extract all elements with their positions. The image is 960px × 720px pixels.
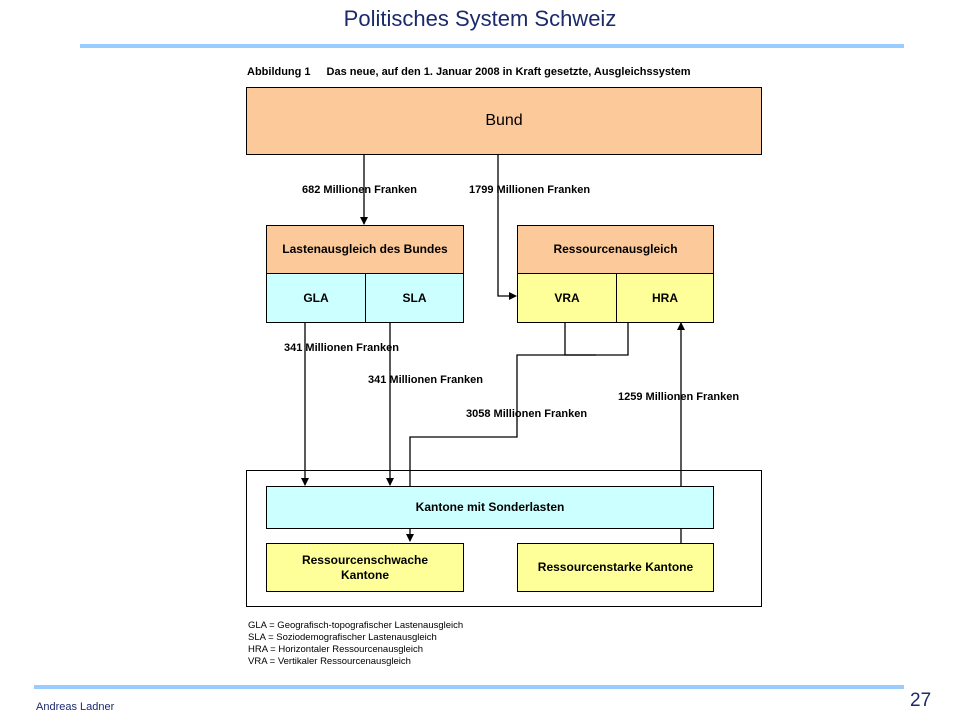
top-divider <box>80 44 904 48</box>
box-sla: SLA <box>365 273 464 323</box>
box-ressourcenstarke: Ressourcenstarke Kantone <box>517 543 714 592</box>
figure-caption: Abbildung 1 Das neue, auf den 1. Januar 2… <box>247 66 691 78</box>
arrow-bund-to-vra <box>497 155 517 300</box>
legend-item-hra: HRA = Horizontaler Ressourcenausgleich <box>248 644 424 655</box>
legend-item-vra: VRA = Vertikaler Ressourcenausgleich <box>248 656 411 667</box>
box-bund: Bund <box>246 87 762 155</box>
flow-label-1259: 1259 Millionen Franken <box>618 391 740 403</box>
caption-text: Das neue, auf den 1. Januar 2008 in Kraf… <box>326 66 691 78</box>
arrow-ressourcen-to-schwache <box>406 354 596 542</box>
box-lastenausgleich: Lastenausgleich des Bundes <box>266 225 464 274</box>
box-gla: GLA <box>266 273 366 323</box>
box-ressourcenausgleich: Ressourcenausgleich <box>517 225 714 274</box>
caption-number: Abbildung 1 <box>247 66 311 78</box>
flow-label-3058: 3058 Millionen Franken <box>466 408 588 420</box>
flow-label-341-sla: 341 Millionen Franken <box>368 374 483 386</box>
slide-title: Politisches System Schweiz <box>343 6 617 31</box>
bracket-vra-hra <box>564 322 629 356</box>
bottom-divider <box>34 685 904 689</box>
box-hra: HRA <box>616 273 714 323</box>
author-name: Andreas Ladner <box>36 701 115 713</box>
flow-label-682: 682 Millionen Franken <box>302 184 417 196</box>
box-kantone-sonderlasten: Kantone mit Sonderlasten <box>266 486 714 529</box>
page-number: 27 <box>910 690 932 711</box>
legend-item-gla: GLA = Geografisch-topografischer Lastena… <box>248 620 464 631</box>
kantone-frame <box>246 470 762 607</box>
flow-label-1799: 1799 Millionen Franken <box>469 184 591 196</box>
abbreviation-legend: GLA = Geografisch-topografischer Lastena… <box>248 620 463 668</box>
legend-item-sla: SLA = Soziodemografischer Lastenausgleic… <box>248 632 437 643</box>
box-ressourcenschwache: Ressourcenschwache Kantone <box>266 543 464 592</box>
box-vra: VRA <box>517 273 617 323</box>
flow-label-341-gla: 341 Millionen Franken <box>284 342 399 354</box>
